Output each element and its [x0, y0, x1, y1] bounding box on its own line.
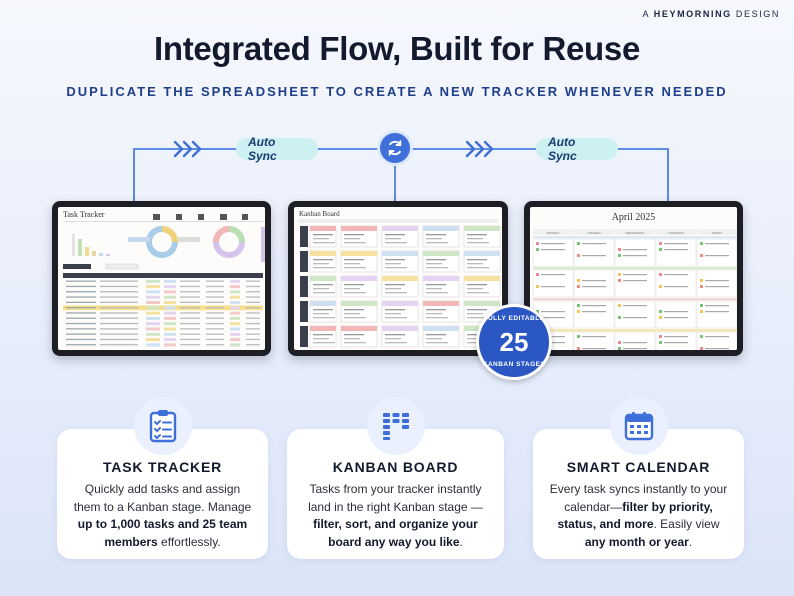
kanban-columns-icon — [367, 397, 425, 455]
auto-sync-label-right: Auto Sync — [536, 135, 618, 163]
kanban-screen-graphic — [298, 219, 501, 348]
card-description: Quickly add tasks and assign them to a K… — [73, 482, 252, 549]
feature-card-smart-calendar: SMART CALENDAR Every task syncs instantl… — [533, 429, 744, 559]
card-description: Every task syncs instantly to your calen… — [549, 482, 728, 549]
card-description: Tasks from your tracker instantly land i… — [308, 482, 483, 549]
badge-top-text: FULLY EDITABLE — [483, 315, 545, 322]
calendar-icon — [610, 397, 668, 455]
calendar-screen-title: April 2025 — [611, 212, 656, 223]
page-subtitle: DUPLICATE THE SPREADSHEET TO CREATE A NE… — [66, 84, 728, 99]
badge-bottom-text: KANBAN STAGES — [482, 361, 546, 368]
chevron-arrows-right — [465, 140, 494, 158]
card-title: TASK TRACKER — [102, 459, 222, 475]
sync-flow-connectors — [133, 140, 669, 201]
feature-card-kanban-board: KANBAN BOARD Tasks from your tracker ins… — [287, 429, 504, 559]
sync-icon — [380, 133, 410, 163]
editable-stages-badge: FULLY EDITABLE 25 KANBAN STAGES — [476, 304, 552, 380]
brand-credit: A HEYMORNING DESIGN — [642, 9, 780, 19]
tracker-table-rows — [63, 279, 263, 347]
clipboard-checklist-icon — [134, 397, 192, 455]
card-title: KANBAN BOARD — [332, 459, 459, 475]
tracker-screen-graphic — [63, 214, 265, 278]
calendar-day-label: WEDNESDAY — [625, 231, 644, 235]
kanban-screen-title: Kanban Board — [299, 210, 340, 218]
calendar-day-label: THURSDAY — [668, 231, 684, 235]
calendar-preview: April 2025 MONDAY TUESDAY WEDNESDAY THURSDA… — [524, 201, 743, 356]
badge-number: 25 — [499, 327, 529, 357]
calendar-day-label: TUESDAY — [587, 231, 601, 235]
calendar-day-label: MONDAY — [547, 231, 560, 235]
chevron-arrows-left — [173, 140, 202, 158]
card-title: SMART CALENDAR — [566, 459, 711, 475]
kanban-board-preview: Kanban Board — [288, 201, 508, 356]
task-tracker-preview: Task Tracker — [52, 201, 271, 356]
calendar-screen-graphic: MONDAY TUESDAY WEDNESDAY THURSDAY FRIDAY — [532, 229, 737, 350]
auto-sync-label-left: Auto Sync — [236, 135, 318, 163]
page-title: Integrated Flow, Built for Reuse — [153, 30, 641, 67]
tracker-screen-title: Task Tracker — [63, 210, 105, 219]
calendar-day-label: FRIDAY — [712, 231, 723, 235]
